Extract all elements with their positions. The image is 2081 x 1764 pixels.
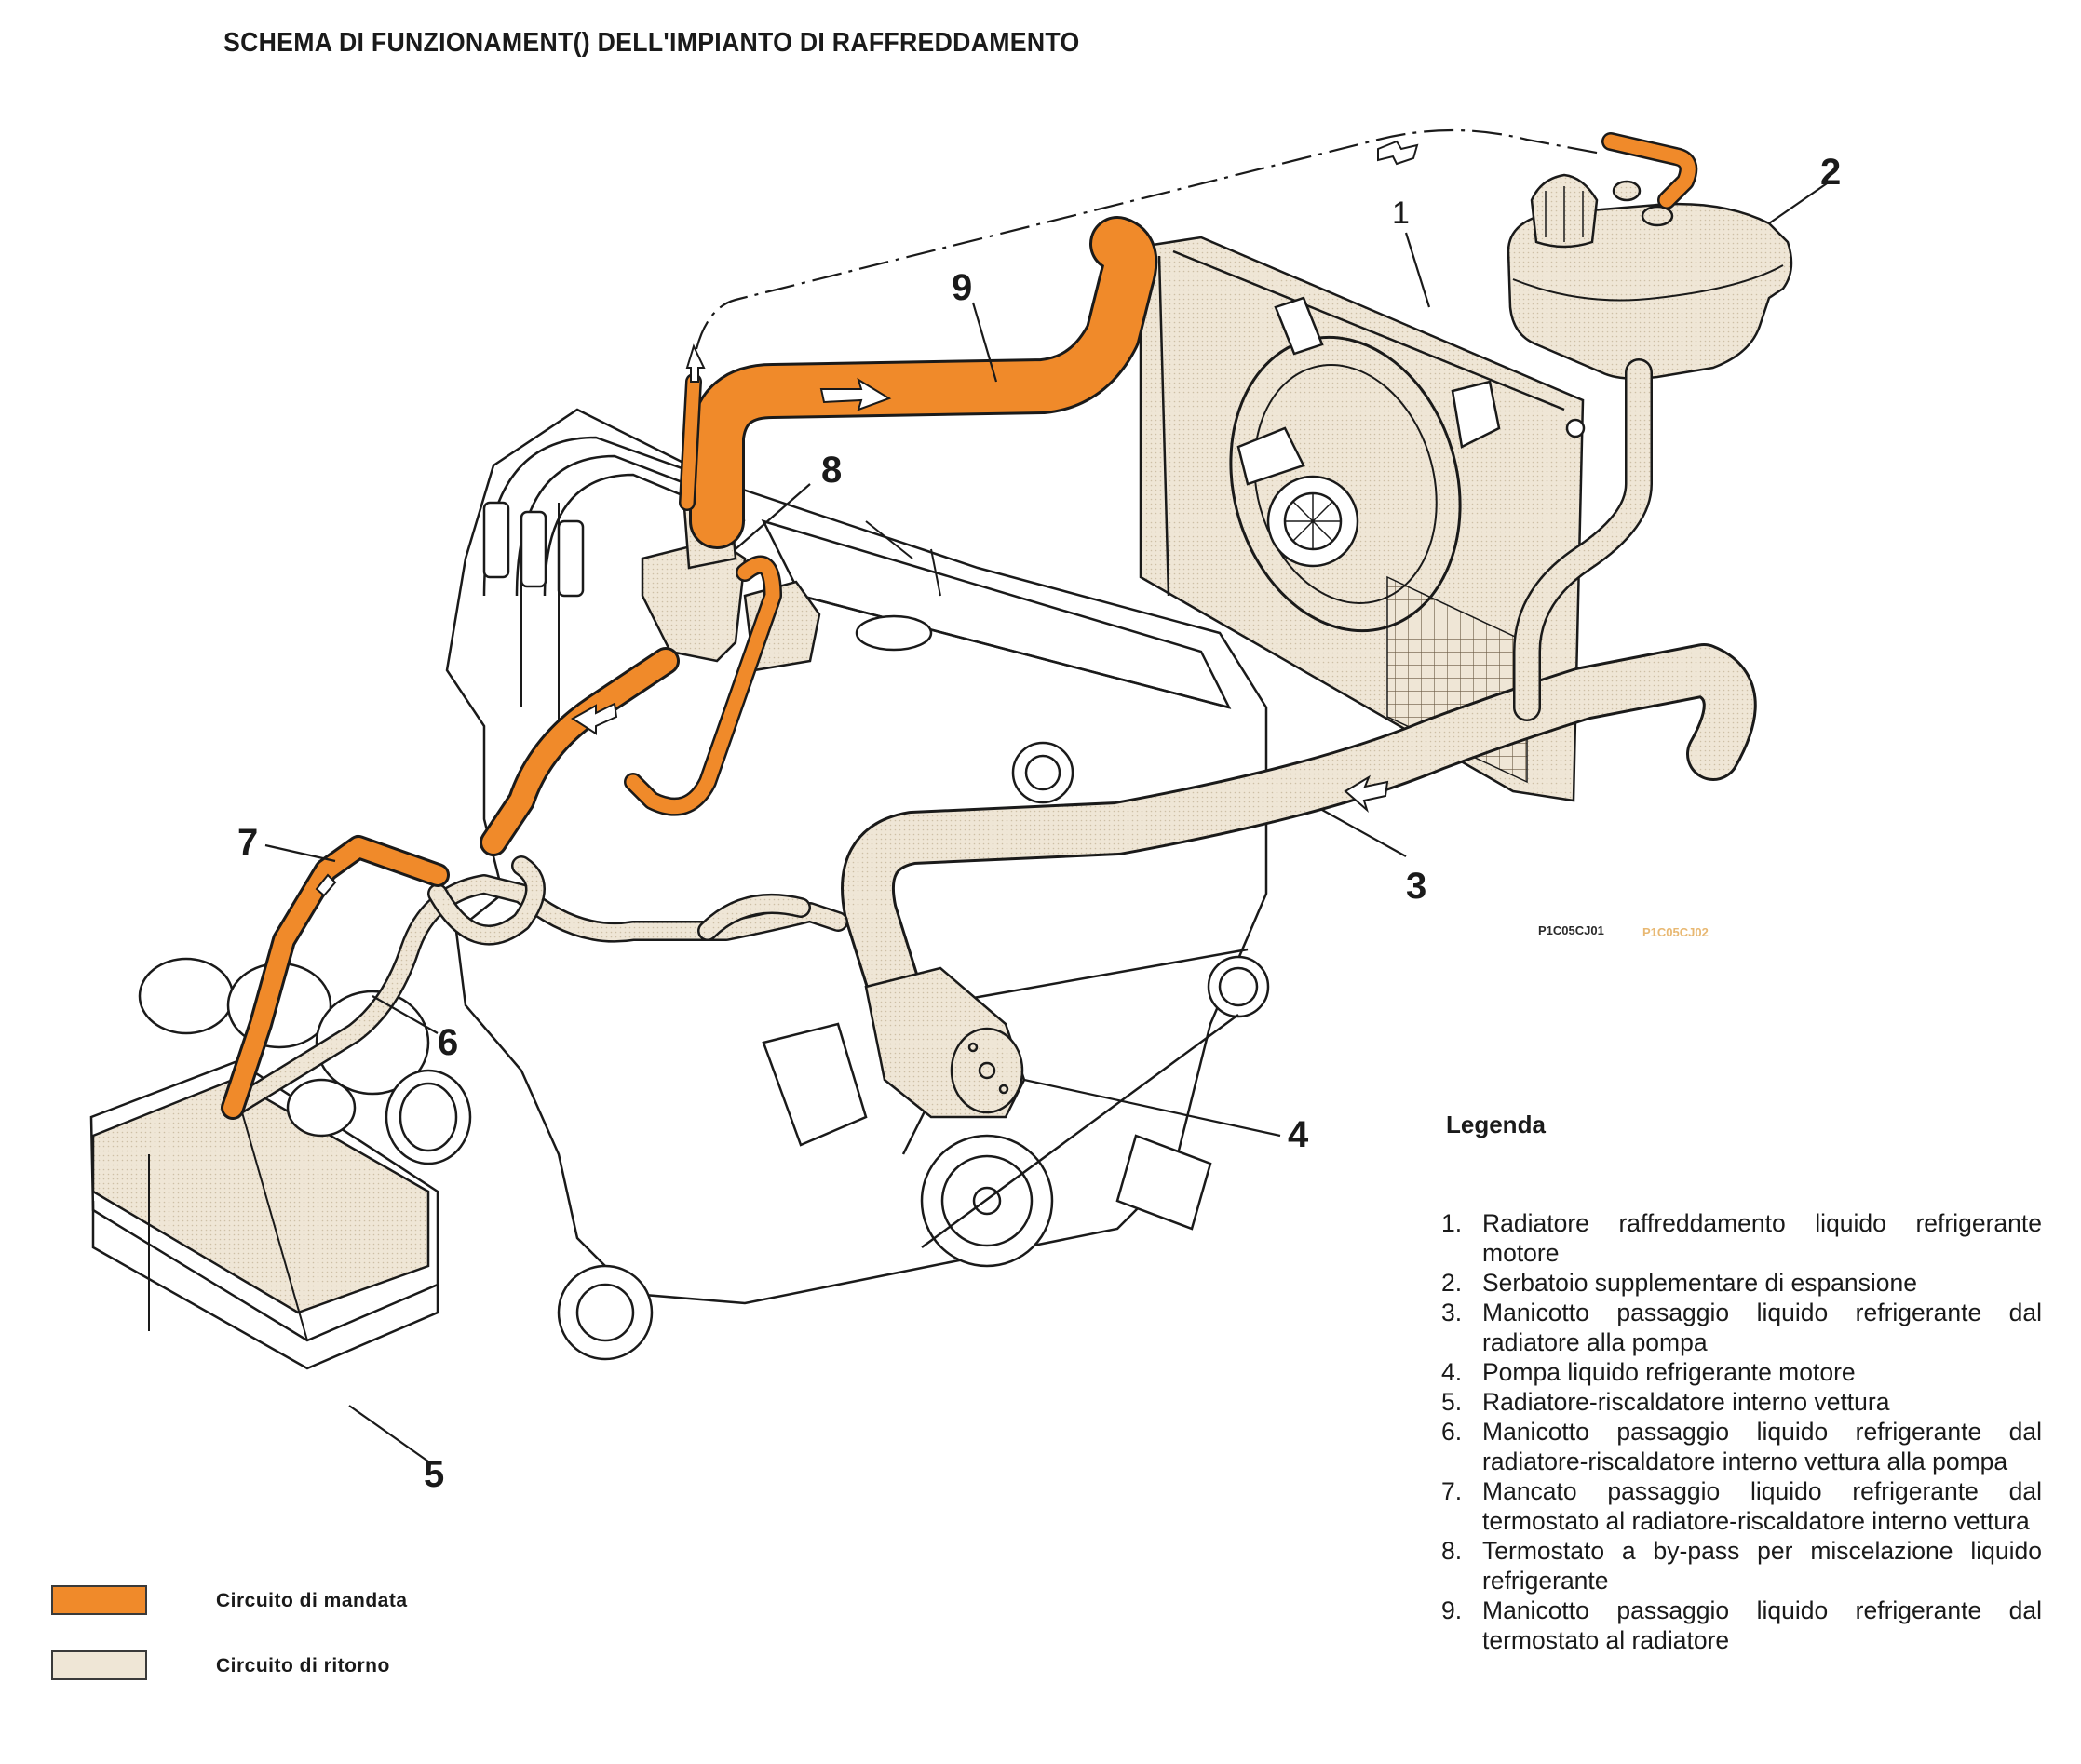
flow-arrow-icon-9 bbox=[819, 377, 892, 411]
legend-item: 2. Serbatoio supplementare di espansione bbox=[1441, 1268, 2042, 1298]
key-swatch-return bbox=[51, 1650, 147, 1680]
legend-item-text: Pompa liquido refrigerante motore bbox=[1482, 1358, 1856, 1386]
water-pump bbox=[864, 966, 1026, 1119]
legend-item-text: Manicotto passaggio liquido refrigerante… bbox=[1482, 1596, 2042, 1654]
flow-arrow-icon-3 bbox=[1344, 774, 1389, 814]
legend-item-number: 5. bbox=[1441, 1388, 1463, 1416]
legend-item-number: 3. bbox=[1441, 1299, 1463, 1326]
flow-arrow-icon-heater-feed bbox=[571, 702, 618, 735]
legend-item: 4. Pompa liquido refrigerante motore bbox=[1441, 1357, 2042, 1387]
flow-arrow-icon-up bbox=[685, 343, 706, 383]
legend-item-text: Manicotto passaggio liquido refrigerante… bbox=[1482, 1418, 2042, 1475]
legend-item-number: 9. bbox=[1441, 1596, 1463, 1624]
legend-item-number: 1. bbox=[1441, 1209, 1463, 1237]
legend-item-text: Radiatore-riscaldatore interno vettura bbox=[1482, 1388, 1890, 1416]
flow-arrow-icons bbox=[315, 343, 1389, 897]
flow-arrow-icon-bleed bbox=[1377, 140, 1419, 166]
callout-1: 1 bbox=[1392, 195, 1410, 231]
key-label-return: Circuito di ritorno bbox=[216, 1655, 390, 1676]
legend-item: 7. Mancato passaggio liquido refrigerante… bbox=[1441, 1476, 2042, 1536]
callout-2: 2 bbox=[1820, 152, 1841, 193]
legend-title: Legenda bbox=[1446, 1111, 1546, 1138]
legend-item-text: Radiatore raffreddamento liquido refrige… bbox=[1482, 1209, 2042, 1267]
callout-6: 6 bbox=[438, 1022, 458, 1063]
legend-item: 3. Manicotto passaggio liquido refrigeran… bbox=[1441, 1298, 2042, 1357]
legend-item: 6. Manicotto passaggio liquido refrigeran… bbox=[1441, 1417, 2042, 1476]
callout-9: 9 bbox=[952, 267, 972, 308]
legend-item: 1. Radiatore raffreddamento liquido refri… bbox=[1441, 1208, 2042, 1268]
bleed-line bbox=[695, 128, 1602, 350]
legend-item-number: 8. bbox=[1441, 1537, 1463, 1565]
legend-item-text: Manicotto passaggio liquido refrigerante… bbox=[1482, 1299, 2042, 1356]
legend-item-text: Serbatoio supplementare di espansione bbox=[1482, 1269, 1918, 1297]
legend-item: 5. Radiatore-riscaldatore interno vettura bbox=[1441, 1387, 2042, 1417]
callout-7: 7 bbox=[237, 822, 258, 863]
callout-8: 8 bbox=[821, 450, 842, 491]
figure-code-primary: P1C05CJ01 bbox=[1538, 923, 1604, 937]
key-swatch-supply bbox=[51, 1585, 147, 1615]
legend-item-number: 6. bbox=[1441, 1418, 1463, 1446]
callout-4: 4 bbox=[1288, 1114, 1309, 1155]
page-title: SCHEMA DI FUNZIONAMENT() DELL'IMPIANTO D… bbox=[223, 28, 1080, 58]
legend-item-text: Mancato passaggio liquido refrigerante d… bbox=[1482, 1477, 2042, 1535]
callout-numbers: 1 2 3 4 5 6 7 8 9 bbox=[237, 152, 1841, 1495]
legend-item-number: 4. bbox=[1441, 1358, 1463, 1386]
figure-code-secondary: P1C05CJ02 bbox=[1642, 925, 1709, 939]
leader-lines bbox=[264, 181, 1831, 1462]
legend-list: 1. Radiatore raffreddamento liquido refri… bbox=[1441, 1208, 2042, 1655]
key-label-supply: Circuito di mandata bbox=[216, 1590, 408, 1611]
callout-5: 5 bbox=[424, 1454, 444, 1495]
legend-item-number: 2. bbox=[1441, 1269, 1463, 1297]
expansion-tank bbox=[1507, 173, 1793, 380]
legend-item: 8. Termostato a by-pass per miscelazione … bbox=[1441, 1536, 2042, 1596]
legend-item-number: 7. bbox=[1441, 1477, 1463, 1505]
return-circuit bbox=[223, 358, 1757, 1118]
legend-item-text: Termostato a by-pass per miscelazione li… bbox=[1482, 1537, 2042, 1595]
legend-item: 9. Manicotto passaggio liquido refrigeran… bbox=[1441, 1596, 2042, 1655]
callout-3: 3 bbox=[1406, 866, 1426, 907]
flow-arrow-icon-7 bbox=[315, 873, 337, 897]
